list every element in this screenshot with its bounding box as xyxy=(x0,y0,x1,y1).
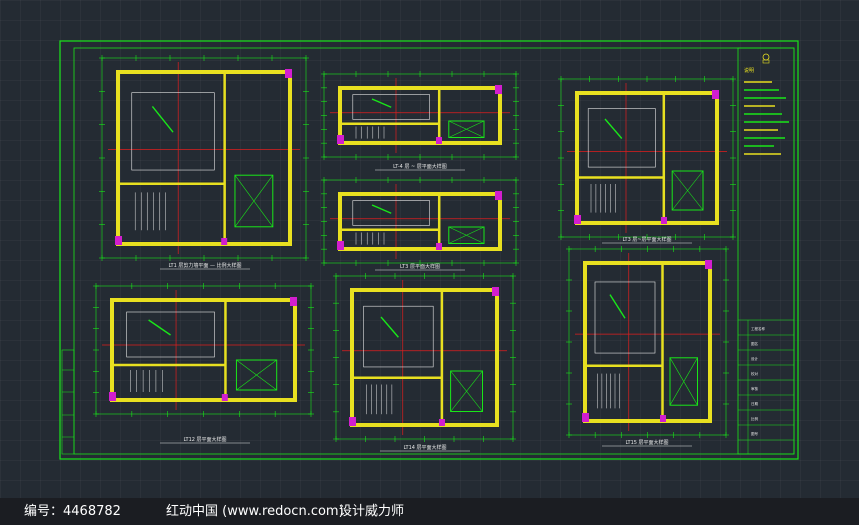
floor-plan-6[interactable]: LT14 层平面大样图 xyxy=(333,273,516,452)
floor-plan-4[interactable]: LT3 层平面大样图 xyxy=(321,177,519,271)
site-credit: 红动中国 (www.redocn.com) xyxy=(166,504,344,519)
title-block-label-4: 校对 xyxy=(751,371,759,376)
plan-caption-1: LT1 层剪力墙平面 — 比例大样图 xyxy=(168,262,241,269)
left-strip xyxy=(61,349,75,455)
author-credit: 设计威力师 xyxy=(339,504,405,519)
title-block-label-8: 图号 xyxy=(751,431,759,436)
outer-frame xyxy=(59,40,799,460)
plan-caption-4: LT3 层平面大样图 xyxy=(400,263,440,270)
floor-plan-2[interactable]: LT-4 层 ~ 层平面大样图 xyxy=(321,71,519,171)
title-block-label-5: 审核 xyxy=(751,386,759,391)
floor-plan-5[interactable]: LT12 层平面大样图 xyxy=(93,283,314,444)
plan-caption-2: LT-4 层 ~ 层平面大样图 xyxy=(393,163,447,170)
floor-plan-1[interactable]: LT1 层剪力墙平面 — 比例大样图 xyxy=(99,55,309,270)
plan-caption-7: LT15 层平面大样图 xyxy=(625,439,668,446)
title-block-label-3: 设计 xyxy=(751,356,759,361)
plan-caption-3: LT3 层~层平面大样图 xyxy=(622,236,671,243)
plan-caption-5: LT12 层平面大样图 xyxy=(183,436,226,443)
title-block-label-2: 图名 xyxy=(751,341,758,346)
floor-plan-7[interactable]: LT15 层平面大样图 xyxy=(566,246,729,447)
title-block-label-7: 比例 xyxy=(751,416,759,421)
watermark-footer: 编号：4468782 红动中国 (www.redocn.com) 设计威力师 xyxy=(0,498,859,525)
image-id: 编号：4468782 xyxy=(24,504,121,519)
title-block-heading: 说明 xyxy=(744,67,754,74)
title-block-label-1: 工程名称 xyxy=(751,326,765,331)
title-block-label-6: 日期 xyxy=(751,401,759,406)
plan-caption-6: LT14 层平面大样图 xyxy=(403,444,446,451)
floor-plan-3[interactable]: LT3 层~层平面大样图 xyxy=(558,76,736,244)
